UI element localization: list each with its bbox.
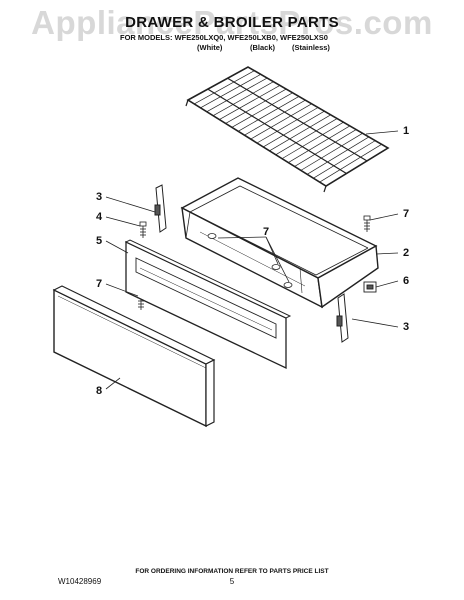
rack-wire — [319, 144, 382, 183]
rack-cross-bar — [227, 77, 368, 162]
rack-wire — [256, 107, 319, 144]
callout-5: 5 — [95, 235, 103, 247]
color-black: (Black) — [250, 43, 276, 52]
drawer-inner-panel — [124, 239, 292, 370]
rack-wire — [206, 77, 268, 113]
document-number: W10428969 — [58, 577, 102, 586]
rack-wire — [288, 125, 350, 163]
rack-wire — [231, 92, 293, 128]
rack-wire — [219, 85, 280, 120]
rack-wire — [275, 118, 338, 156]
drawer-slide-right — [336, 293, 349, 343]
callout-3-left: 3 — [95, 191, 103, 203]
rack-wire — [263, 110, 325, 148]
rack-wire — [244, 99, 306, 136]
drawer-front-panel — [52, 285, 216, 428]
callout-7-right: 7 — [402, 208, 410, 220]
rack-wire — [307, 136, 370, 175]
rack-wire — [313, 140, 376, 179]
callout-7-center: 7 — [262, 226, 270, 238]
ordering-note: FOR ORDERING INFORMATION REFER TO PARTS … — [135, 568, 329, 575]
rack-wire — [238, 96, 300, 132]
callout-6: 6 — [402, 275, 410, 287]
drawer-body — [180, 177, 379, 309]
callout-7-left: 7 — [95, 278, 103, 290]
callout-1: 1 — [402, 125, 410, 137]
rack-wire — [194, 70, 255, 105]
page-number: 5 — [229, 577, 235, 586]
rack-wire — [294, 129, 357, 167]
drawer-slide-left — [154, 184, 167, 233]
page-title: DRAWER & BROILER PARTS — [125, 14, 339, 31]
callout-4: 4 — [95, 211, 103, 223]
broiler-rack — [185, 66, 390, 193]
rack-cross-bar — [207, 88, 347, 174]
rack-wire — [212, 81, 274, 116]
callout-2: 2 — [402, 247, 410, 259]
rack-wire — [200, 74, 261, 109]
rack-wire — [250, 103, 312, 140]
rack-wire — [300, 132, 363, 171]
rack-wire — [225, 88, 287, 124]
callout-3-right: 3 — [402, 321, 410, 333]
screw-7-right — [363, 215, 371, 232]
rack-wire — [281, 121, 344, 159]
screw-4 — [139, 221, 147, 238]
callout-8: 8 — [95, 385, 103, 397]
drawer-bracket — [363, 281, 377, 293]
model-list: FOR MODELS: WFE250LXQ0, WFE250LXB0, WFE2… — [120, 33, 328, 42]
color-white: (White) — [197, 43, 223, 52]
rack-wire — [269, 114, 331, 152]
watermark: AppliancePartsPros.com — [31, 4, 433, 41]
color-stainless: (Stainless) — [292, 43, 330, 52]
leader-lines — [105, 130, 399, 390]
